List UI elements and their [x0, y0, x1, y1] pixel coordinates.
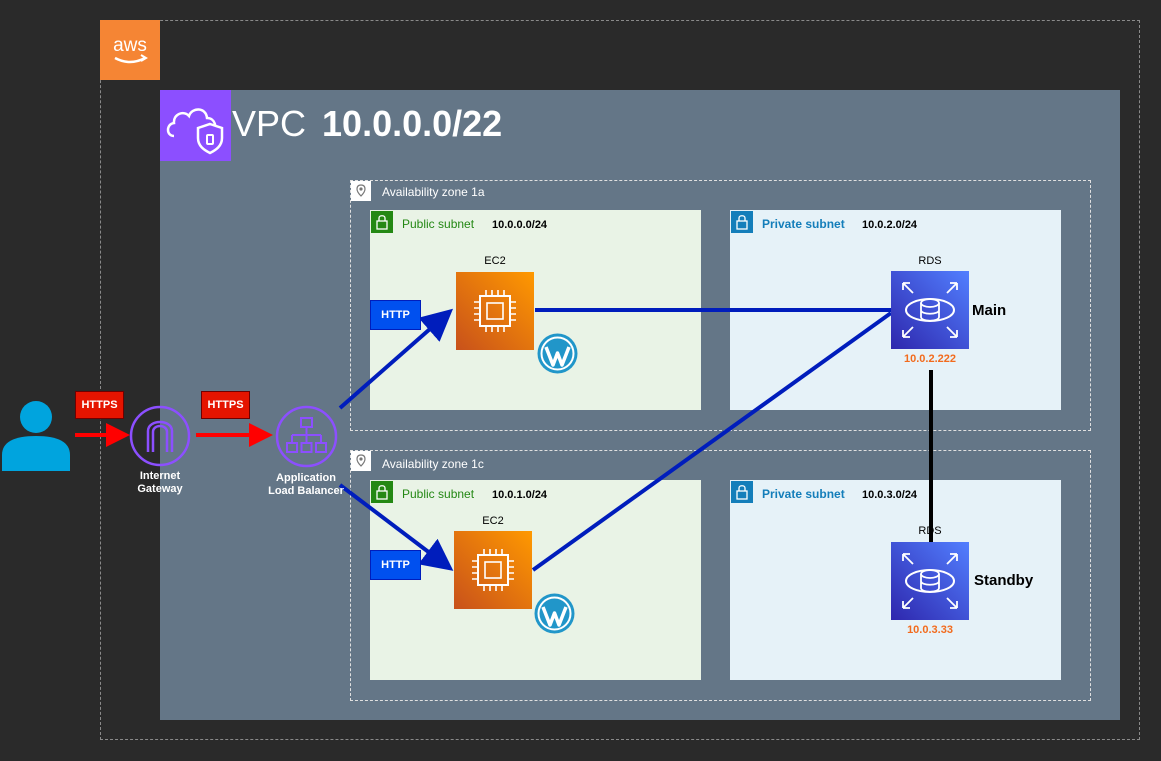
- ec2-icon: [456, 272, 534, 350]
- internet-gateway-label-line2: Gateway: [137, 483, 183, 495]
- load-balancer-label: Application Load Balancer: [256, 472, 356, 498]
- lock-icon: [731, 211, 753, 233]
- ec2-icon: [454, 531, 532, 609]
- https-badge: HTTPS: [75, 391, 124, 419]
- rds-ip: 10.0.2.222: [904, 353, 956, 365]
- public-subnet-cidr: 10.0.1.0/24: [492, 489, 548, 501]
- rds-label: RDS: [918, 255, 942, 267]
- http-badge: HTTP: [370, 550, 421, 580]
- public-subnet-1c: [370, 480, 701, 680]
- aws-cloud-boundary: [100, 20, 1140, 740]
- ec2-label: EC2: [482, 515, 504, 527]
- application-load-balancer-icon: [275, 405, 338, 468]
- private-subnet-cidr: 10.0.2.0/24: [862, 219, 918, 231]
- internet-gateway-label-line1: Internet: [139, 470, 181, 482]
- wordpress-icon: [533, 592, 576, 635]
- public-subnet-label: Public subnet: [402, 217, 475, 231]
- vpc-title: VPC 10.0.0.0/22: [232, 103, 502, 145]
- aws-logo-icon: aws: [100, 20, 160, 80]
- vpc-cloud-shield-icon: [160, 90, 231, 161]
- load-balancer-label-line2: Load Balancer: [268, 485, 344, 497]
- lock-icon: [731, 481, 753, 503]
- user-icon: [0, 400, 72, 471]
- vpc-cidr: 10.0.0.0/22: [322, 103, 503, 144]
- private-subnet-label: Private subnet: [762, 217, 845, 231]
- rds-label: RDS: [918, 525, 942, 537]
- public-subnet-cidr: 10.0.0.0/24: [492, 219, 548, 231]
- http-badge: HTTP: [370, 300, 421, 330]
- aws-logo-text: aws: [113, 35, 147, 56]
- internet-gateway-icon: [129, 405, 191, 467]
- private-subnet-label: Private subnet: [762, 487, 845, 501]
- rds-role-main: Main: [972, 302, 1007, 319]
- load-balancer-label-line1: Application: [276, 472, 336, 484]
- rds-role-standby: Standby: [974, 572, 1034, 589]
- internet-gateway-label: Internet Gateway: [120, 470, 200, 496]
- lock-icon: [371, 211, 393, 233]
- private-subnet-cidr: 10.0.3.0/24: [862, 489, 918, 501]
- vpc-label: VPC: [232, 103, 307, 144]
- location-pin-icon: [351, 181, 371, 201]
- ec2-label: EC2: [484, 255, 506, 267]
- rds-ip: 10.0.3.33: [907, 624, 953, 636]
- location-pin-icon: [351, 451, 371, 471]
- az-1a-label: Availability zone 1a: [382, 185, 485, 199]
- https-badge: HTTPS: [201, 391, 250, 419]
- rds-icon: [891, 542, 969, 620]
- public-subnet-label: Public subnet: [402, 487, 475, 501]
- lock-icon: [371, 481, 393, 503]
- az-1c-label: Availability zone 1c: [382, 457, 484, 471]
- wordpress-icon: [536, 332, 579, 375]
- rds-icon: [891, 271, 969, 349]
